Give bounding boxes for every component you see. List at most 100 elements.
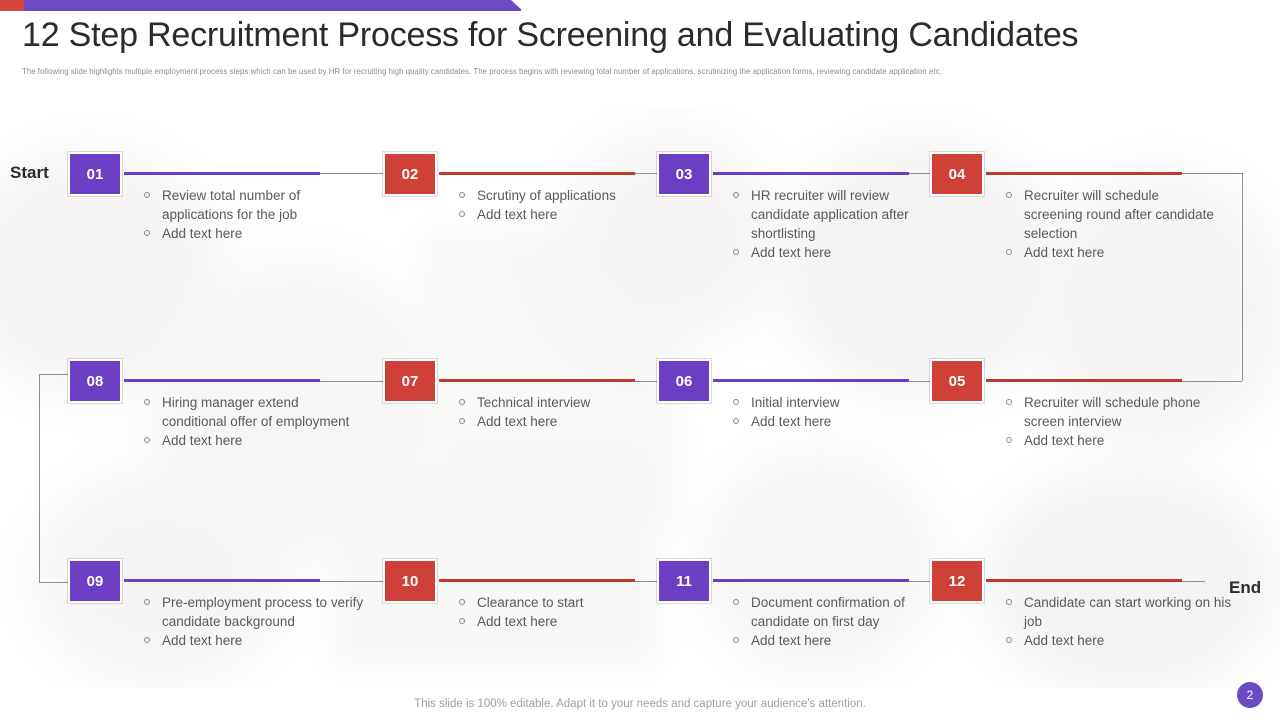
step-03-rule — [713, 172, 909, 175]
step-04-bullet-1: Recruiter will schedule screening round … — [1024, 188, 1214, 241]
list-item: Clearance to start — [457, 593, 687, 612]
step-04-number: 04 — [948, 165, 966, 183]
step-11-badge: 11 — [657, 559, 711, 603]
step-06-rule — [713, 379, 909, 382]
step-12-rule — [986, 579, 1182, 582]
step-06-number: 06 — [675, 372, 693, 390]
step-12-bullet-1: Candidate can start working on his job — [1024, 595, 1232, 629]
bullet-circle-icon — [1006, 249, 1012, 255]
bullet-circle-icon — [144, 230, 150, 236]
bullet-circle-icon — [733, 637, 739, 643]
step-07-rule — [439, 379, 635, 382]
list-item: Scrutiny of applications — [457, 186, 687, 205]
step-06-bullet-2: Add text here — [751, 414, 832, 429]
background-photo — [0, 108, 1280, 688]
bullet-circle-icon — [733, 192, 739, 198]
list-item: Add text here — [1004, 631, 1244, 650]
step-02-bullet-2: Add text here — [477, 207, 558, 222]
step-01-bullet-2: Add text here — [162, 226, 243, 241]
list-item: Hiring manager extend conditional offer … — [142, 393, 358, 431]
step-10-badge: 10 — [383, 559, 437, 603]
step-06-bullets: Initial interview Add text here — [731, 393, 947, 431]
step-01-bullet-1: Review total number of applications for … — [162, 188, 301, 222]
list-item: Pre-employment process to verify candida… — [142, 593, 382, 631]
list-item: Add text here — [731, 243, 947, 262]
step-05-bullet-2: Add text here — [1024, 433, 1105, 448]
step-01-number: 01 — [86, 165, 104, 183]
step-05-bullets: Recruiter will schedule phone screen int… — [1004, 393, 1244, 450]
connector-left-to-09 — [39, 582, 90, 583]
start-label: Start — [10, 163, 49, 182]
step-08-bullet-2: Add text here — [162, 433, 243, 448]
bullet-circle-icon — [733, 399, 739, 405]
step-11-rule — [713, 579, 909, 582]
step-07-bullets: Technical interview Add text here — [457, 393, 687, 431]
step-07-bullet-2: Add text here — [477, 414, 558, 429]
bullet-circle-icon — [459, 599, 465, 605]
list-item: Add text here — [457, 205, 687, 224]
step-04-bullet-2: Add text here — [1024, 245, 1105, 260]
step-01-bullets: Review total number of applications for … — [142, 186, 358, 243]
step-03-bullet-2: Add text here — [751, 245, 832, 260]
bullet-circle-icon — [459, 418, 465, 424]
step-02-badge: 02 — [383, 152, 437, 196]
step-12-bullets: Candidate can start working on his job A… — [1004, 593, 1244, 650]
step-04-bullets: Recruiter will schedule screening round … — [1004, 186, 1220, 262]
step-10-bullets: Clearance to start Add text here — [457, 593, 687, 631]
bullet-circle-icon — [459, 618, 465, 624]
list-item: Recruiter will schedule phone screen int… — [1004, 393, 1244, 431]
bullet-circle-icon — [733, 249, 739, 255]
banner-red-accent — [0, 0, 24, 11]
page-subtitle: The following slide highlights multiple … — [22, 67, 942, 76]
step-08-badge: 08 — [68, 359, 122, 403]
list-item: Add text here — [731, 631, 947, 650]
bullet-circle-icon — [144, 599, 150, 605]
list-item: Add text here — [142, 224, 358, 243]
bullet-circle-icon — [1006, 192, 1012, 198]
bullet-circle-icon — [459, 192, 465, 198]
step-09-badge: 09 — [68, 559, 122, 603]
page-number-badge: 2 — [1237, 682, 1263, 708]
bullet-circle-icon — [144, 637, 150, 643]
step-09-bullets: Pre-employment process to verify candida… — [142, 593, 382, 650]
bullet-circle-icon — [144, 399, 150, 405]
step-10-bullet-2: Add text here — [477, 614, 558, 629]
step-11-bullet-1: Document confirmation of candidate on fi… — [751, 595, 905, 629]
step-03-number: 03 — [675, 165, 693, 183]
step-06-badge: 06 — [657, 359, 711, 403]
connector-08-left — [39, 374, 90, 375]
list-item: Recruiter will schedule screening round … — [1004, 186, 1220, 243]
step-05-bullet-1: Recruiter will schedule phone screen int… — [1024, 395, 1201, 429]
step-09-bullet-2: Add text here — [162, 633, 243, 648]
step-11-bullet-2: Add text here — [751, 633, 832, 648]
list-item: Add text here — [1004, 431, 1244, 450]
step-04-badge: 04 — [930, 152, 984, 196]
step-01-rule — [124, 172, 320, 175]
list-item: Add text here — [142, 631, 382, 650]
list-item: Add text here — [142, 431, 358, 450]
end-label: End — [1229, 578, 1262, 597]
step-10-bullet-1: Clearance to start — [477, 595, 584, 610]
step-07-number: 07 — [401, 372, 419, 390]
list-item: Initial interview — [731, 393, 947, 412]
step-06-bullet-1: Initial interview — [751, 395, 840, 410]
step-05-badge: 05 — [930, 359, 984, 403]
bullet-circle-icon — [1006, 599, 1012, 605]
list-item: Add text here — [731, 412, 947, 431]
step-12-bullet-2: Add text here — [1024, 633, 1105, 648]
step-12-badge: 12 — [930, 559, 984, 603]
connector-right-vertical — [1242, 173, 1243, 381]
step-04-rule — [986, 172, 1182, 175]
step-01-badge: 01 — [68, 152, 122, 196]
step-09-rule — [124, 579, 320, 582]
step-10-number: 10 — [401, 572, 419, 590]
bullet-circle-icon — [1006, 437, 1012, 443]
bullet-circle-icon — [733, 418, 739, 424]
step-12-number: 12 — [948, 572, 966, 590]
step-08-bullet-1: Hiring manager extend conditional offer … — [162, 395, 350, 429]
list-item: Candidate can start working on his job — [1004, 593, 1244, 631]
step-02-bullet-1: Scrutiny of applications — [477, 188, 616, 203]
step-05-rule — [986, 379, 1182, 382]
step-11-bullets: Document confirmation of candidate on fi… — [731, 593, 947, 650]
step-03-bullet-1: HR recruiter will review candidate appli… — [751, 188, 909, 241]
